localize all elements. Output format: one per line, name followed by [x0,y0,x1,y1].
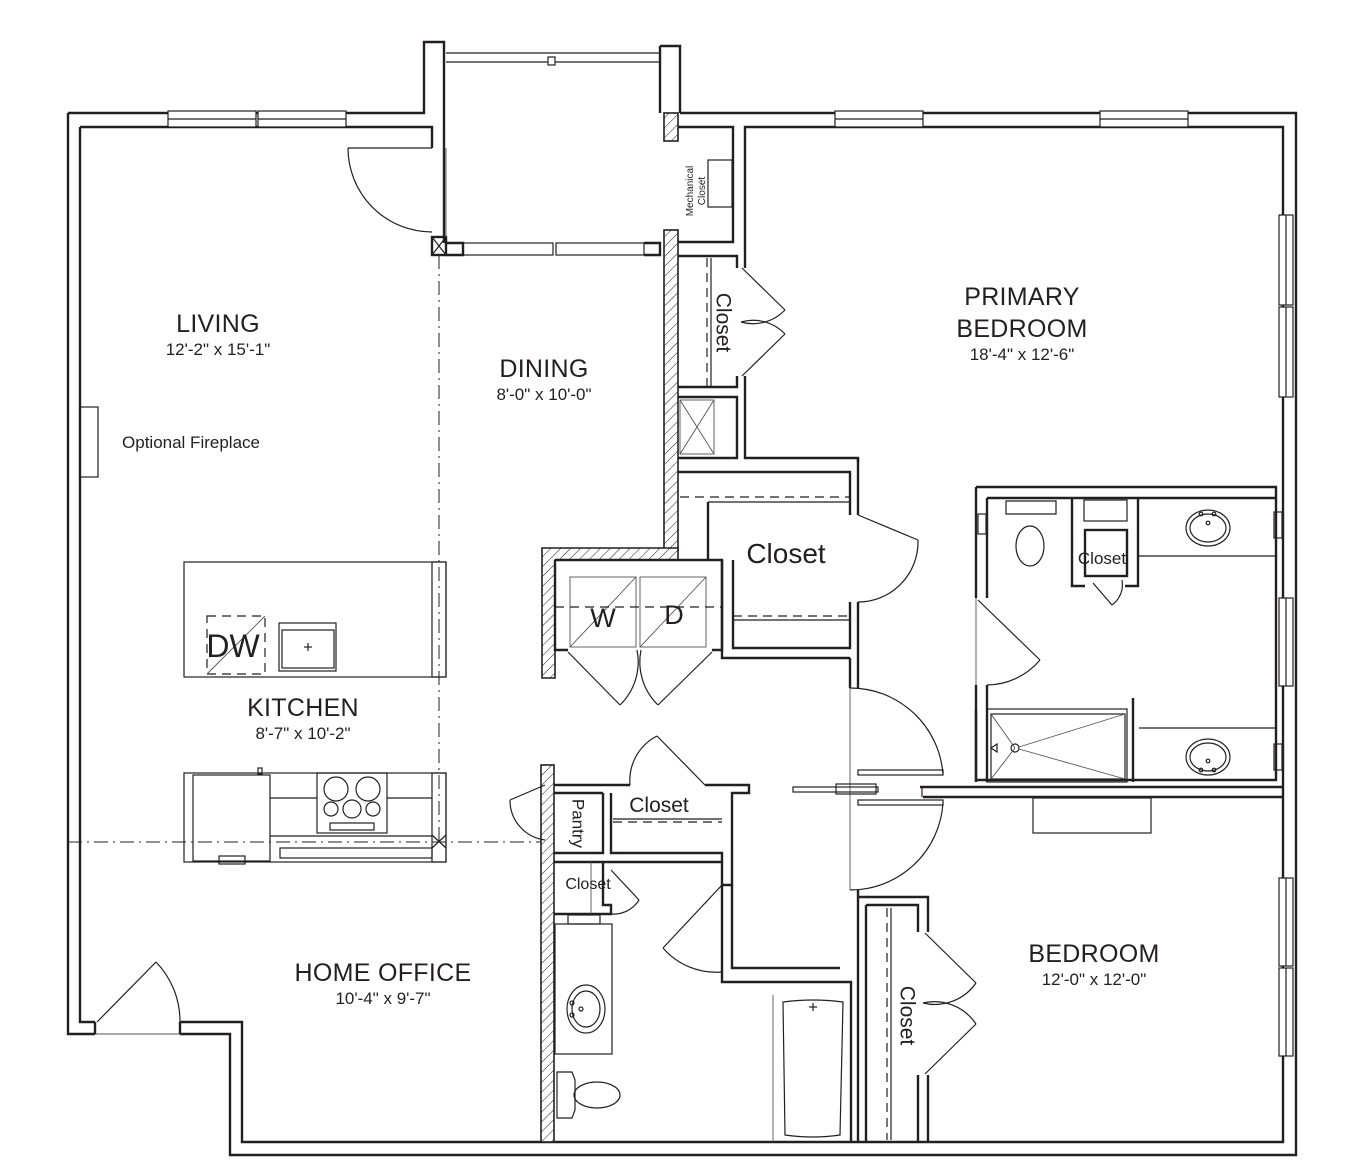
room-dimensions: 12'-2" x 15'-1" [165,340,271,359]
fireplace [79,406,99,478]
washer-label: W [590,603,616,633]
hall-doors [792,687,1283,891]
mechanical-closet-label: Mechanical Closet [685,158,708,224]
hall-closet [680,496,919,688]
dryer-label: D [664,600,684,630]
entry-door [93,961,182,1035]
room-dimensions: 8'-7" x 10'-2" [255,724,351,743]
pantry-closets [509,735,751,916]
room-dimensions: 12'-0" x 12'-0" [1041,970,1147,989]
mechanical-label-line2: Closet [697,176,708,206]
kitchen-island [183,561,447,678]
closet-label-primary: Closet [711,292,735,353]
hatched-wall-dining [663,229,679,551]
room-label-bedroom: BEDROOM 12'-0" x 12'-0" [1028,940,1160,989]
room-name: HOME OFFICE [294,959,472,987]
closet-label-bedroom: Closet [895,985,919,1046]
room-label-dining: DINING 8'-0" x 10'-0" [496,355,592,404]
room-name: BEDROOM [1028,940,1160,968]
pantry-label: Pantry [568,798,588,849]
closet-label-hall-large: Closet [746,538,826,569]
bedroom-closet [856,890,977,1142]
room-name: DINING [499,355,589,383]
room-dimensions: 18'-4" x 12'-6" [969,345,1075,364]
room-dimensions: 10'-4" x 9'-7" [335,989,431,1008]
fireplace-label: Optional Fireplace [122,433,260,452]
windows [167,52,1294,1057]
closet-label-primary-bath: Closet [1077,549,1127,568]
room-name: KITCHEN [247,694,359,722]
mechanical-label-line1: Mechanical [685,165,696,217]
room-label-home-office: HOME OFFICE 10'-4" x 9'-7" [294,959,472,1008]
mechanical-closet [678,125,735,244]
room-name: LIVING [176,310,260,338]
room-label-kitchen: KITCHEN 8'-7" x 10'-2" [247,694,359,743]
room-label-primary-bedroom: PRIMARY BEDROOM 18'-4" x 12'-6" [956,283,1088,364]
closet-label-hall-small: Closet [629,794,689,817]
living-balcony-door [347,147,447,237]
washer [569,576,637,648]
room-name-line1: PRIMARY [964,283,1080,311]
room-dimensions: 8'-0" x 10'-0" [496,385,592,404]
room-name-line2: BEDROOM [956,315,1088,343]
kitchen-counter [183,767,447,865]
dishwasher-label: DW [206,628,260,664]
bath-2 [554,884,853,1142]
primary-bath [856,458,1278,783]
closet-label-bath2: Closet [565,876,611,893]
laundry [553,558,724,706]
primary-closet [678,245,786,397]
hatched-wall-bath [540,764,555,1143]
dryer [639,576,707,648]
linen-closet [678,395,739,460]
room-label-living: LIVING 12'-2" x 15'-1" [165,310,271,359]
hatched-wall-mech [663,112,679,142]
